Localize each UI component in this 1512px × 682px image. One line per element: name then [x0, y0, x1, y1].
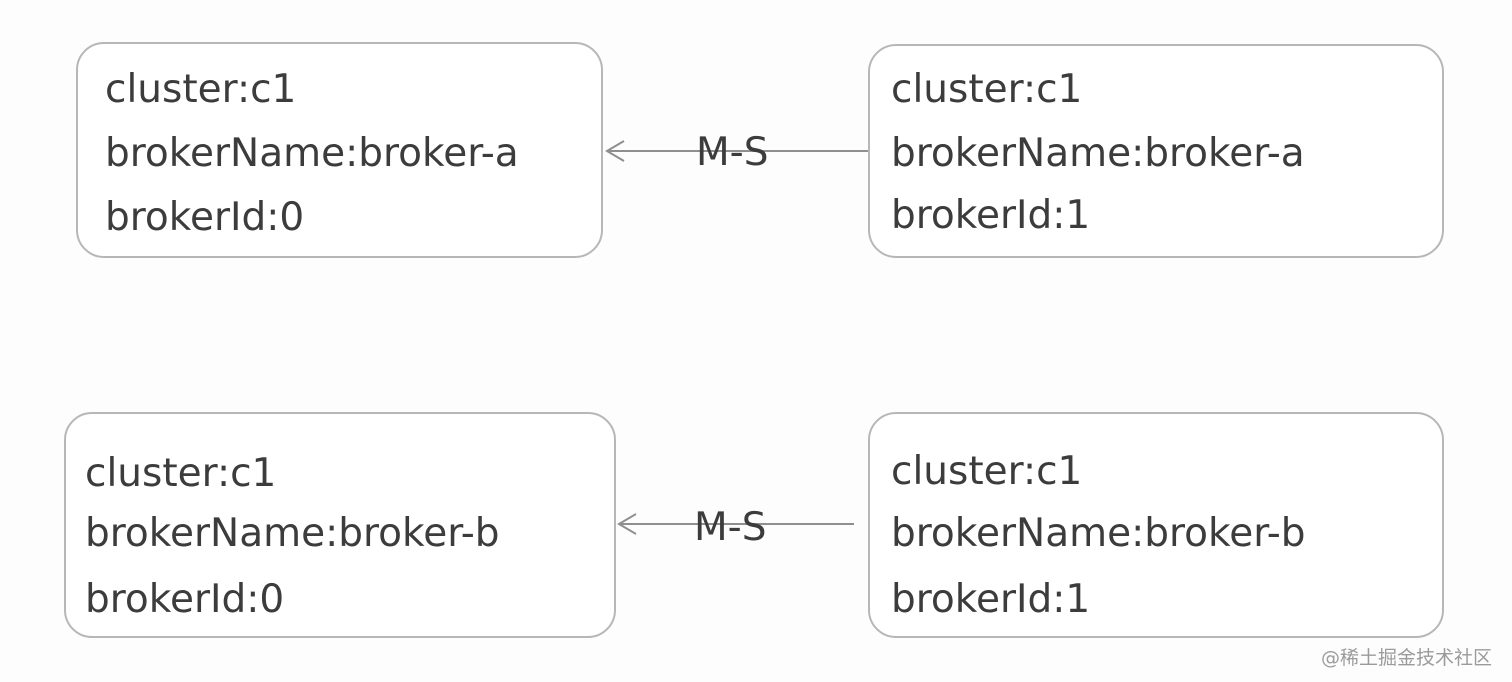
broker-a-slave-node: cluster:c1 brokerName:broker-a brokerId:… [868, 44, 1444, 258]
edge-a-arrowhead [605, 140, 625, 162]
broker-a-master-node: cluster:c1 brokerName:broker-a brokerId:… [76, 42, 603, 258]
node-cluster: cluster:c1 [105, 67, 297, 112]
edge-b-arrowhead [617, 513, 637, 535]
node-cluster: cluster:c1 [85, 451, 277, 496]
edge-b-label: M-S [694, 505, 767, 550]
node-broker-id: brokerId:0 [85, 577, 285, 622]
node-broker-name: brokerName:broker-b [85, 511, 500, 556]
edge-a-label: M-S [696, 130, 769, 175]
broker-b-slave-node: cluster:c1 brokerName:broker-b brokerId:… [868, 412, 1444, 638]
node-broker-id: brokerId:1 [891, 193, 1091, 238]
node-broker-name: brokerName:broker-a [105, 131, 519, 176]
node-broker-id: brokerId:1 [891, 577, 1091, 622]
watermark: @稀土掘金技术社区 [1320, 647, 1492, 669]
node-broker-name: brokerName:broker-b [891, 511, 1306, 556]
node-cluster: cluster:c1 [891, 67, 1083, 112]
broker-b-master-node: cluster:c1 brokerName:broker-b brokerId:… [64, 412, 616, 638]
node-broker-id: brokerId:0 [105, 195, 305, 240]
node-cluster: cluster:c1 [891, 449, 1083, 494]
node-broker-name: brokerName:broker-a [891, 131, 1305, 176]
